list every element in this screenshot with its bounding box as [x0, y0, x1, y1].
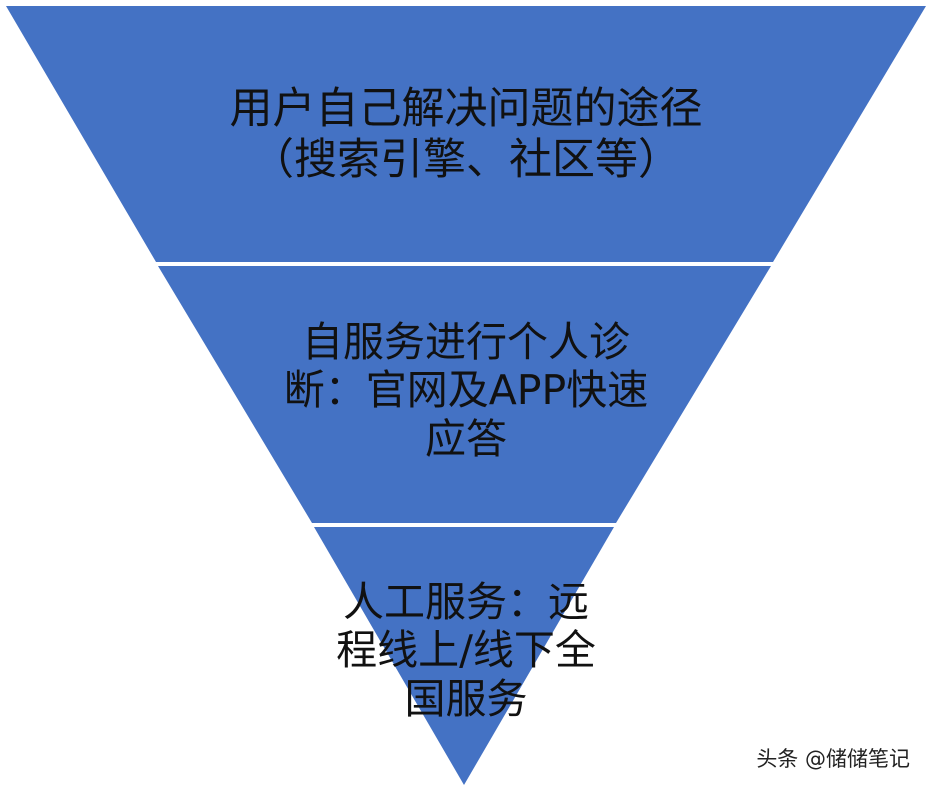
- funnel-tier-2-label: 自服务进行个人诊 断：官网及APP快速 应答: [260, 318, 672, 463]
- tier-2-line-1: 自服务进行个人诊: [302, 318, 630, 366]
- tier-1-line-1: 用户自己解决问题的途径: [229, 84, 703, 134]
- funnel-tier-1-label: 用户自己解决问题的途径 （搜索引擎、社区等）: [150, 84, 782, 185]
- tier-3-line-1: 人工服务：远: [343, 578, 589, 626]
- tier-2-line-3: 应答: [425, 414, 507, 463]
- funnel-tier-3-shape: [314, 527, 614, 785]
- funnel-tier-2-shape: [158, 266, 771, 523]
- funnel-tier-3-label: 人工服务：远 程线上/线下全 国服务: [300, 578, 632, 723]
- tier-1-line-2: （搜索引擎、社区等）: [251, 134, 681, 185]
- funnel-tier-1-shape: [6, 6, 926, 262]
- watermark-text: 头条 @储储笔记: [756, 747, 910, 771]
- tier-3-line-3: 国服务: [404, 674, 528, 723]
- tier-3-line-2: 程线上/线下全: [336, 626, 596, 675]
- tier-2-line-2: 断：官网及APP快速: [283, 366, 649, 415]
